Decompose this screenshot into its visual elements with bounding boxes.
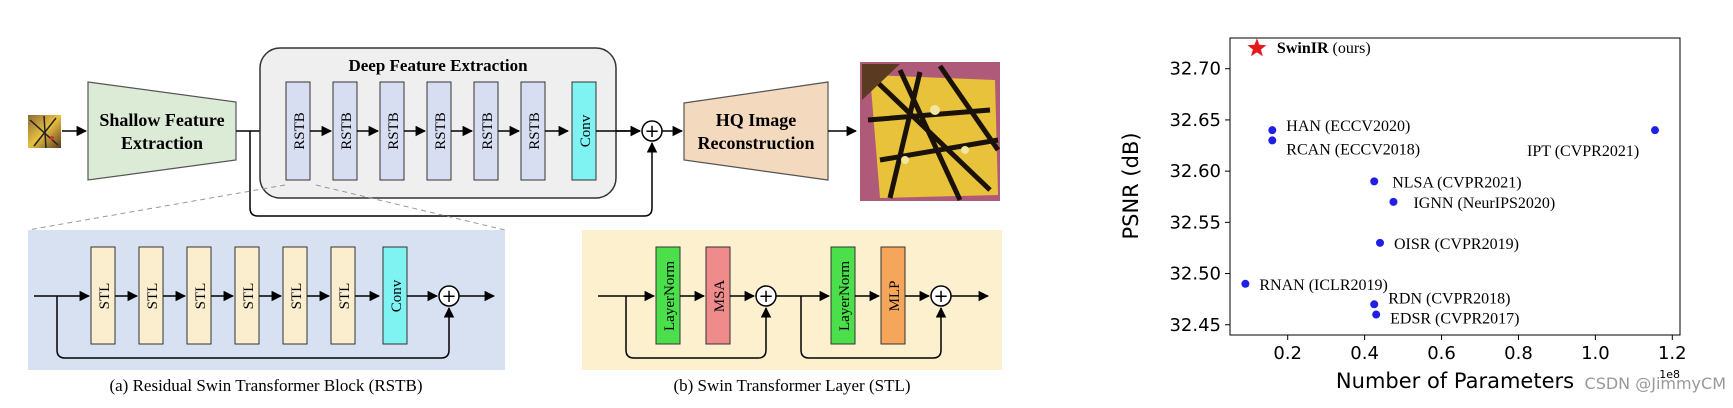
point-label: NLSA (CVPR2021) xyxy=(1392,174,1521,191)
scatter-point xyxy=(1370,177,1379,186)
scatter-point xyxy=(1370,300,1379,309)
deep-feature-title: Deep Feature Extraction xyxy=(348,56,528,75)
rstb-box-label: RSTB xyxy=(339,112,355,150)
shallow-label-line2: Extraction xyxy=(121,133,203,153)
rstb-box xyxy=(332,81,358,181)
layernorm-label-2: LayerNorm xyxy=(837,261,853,331)
stl-caption: (b) Swin Transformer Layer (STL) xyxy=(673,376,910,395)
pipeline: Shallow Feature Extraction Deep Feature … xyxy=(28,47,1001,217)
hq-label-line1: HQ Image xyxy=(716,110,797,130)
rstb-box-label: RSTB xyxy=(386,112,402,150)
output-image xyxy=(860,62,1001,202)
point-label: IGNN (NeurIPS2020) xyxy=(1413,195,1555,212)
watermark: CSDN @JimmyCM xyxy=(1585,374,1726,393)
point-label: EDSR (CVPR2017) xyxy=(1390,311,1519,328)
rstb-box-label: RSTB xyxy=(292,112,308,150)
y-tick-label: 32.45 xyxy=(1169,315,1221,336)
stl-detail: LayerNorm MSA + LayerNorm MLP + (b) Swin… xyxy=(582,230,1002,395)
rstb-box xyxy=(473,81,499,181)
rstb-box xyxy=(520,81,546,181)
scatter-point xyxy=(1389,197,1398,206)
y-tick-label: 32.65 xyxy=(1169,110,1221,131)
stl-box-label: STL xyxy=(97,283,113,310)
input-image xyxy=(28,115,61,149)
stl-box-label: STL xyxy=(193,283,209,310)
swinir-star-marker xyxy=(1247,38,1267,57)
msa-box xyxy=(705,246,731,345)
stl-box-label: STL xyxy=(289,283,305,310)
stl-box xyxy=(90,246,116,345)
point-label: OISR (CVPR2019) xyxy=(1394,236,1519,253)
stl-plus-sign-2: + xyxy=(933,286,948,307)
stl-box-label: STL xyxy=(241,283,257,310)
mlp-box xyxy=(880,246,906,345)
point-label: RCAN (ECCV2018) xyxy=(1286,141,1420,158)
y-tick-label: 32.60 xyxy=(1169,161,1221,182)
hq-reconstruction-block xyxy=(683,81,829,181)
layernorm-box-1 xyxy=(655,246,681,345)
scatter-point xyxy=(1372,310,1381,319)
shallow-feature-extraction-block xyxy=(87,81,237,181)
msa-label: MSA xyxy=(712,280,728,313)
stl-box xyxy=(330,246,356,345)
chart-x-multiplier: 1e8 xyxy=(1659,368,1680,381)
rstb-box xyxy=(379,81,405,181)
point-label: HAN (ECCV2020) xyxy=(1286,118,1410,135)
y-tick-label: 32.50 xyxy=(1169,264,1221,285)
psnr-chart: 0.2 0.4 0.6 0.8 1.0 1.2 32.45 32.50 32.55 32.60 32… xyxy=(1119,37,1687,393)
rstb-box xyxy=(426,81,452,181)
x-tick-label: 0.4 xyxy=(1350,343,1379,364)
scatter-point xyxy=(1268,126,1277,135)
point-label: RNAN (ICLR2019) xyxy=(1259,277,1387,294)
point-label: RDN (CVPR2018) xyxy=(1388,290,1510,307)
y-tick-label: 32.55 xyxy=(1169,212,1221,233)
rstb-detail: STL STL STL STL STL STL Conv + (a) Residual Sw… xyxy=(28,230,505,395)
scatter-point xyxy=(1241,279,1250,288)
stl-plus-sign-1: + xyxy=(758,286,773,307)
x-tick-label: 1.0 xyxy=(1581,343,1610,364)
stl-box xyxy=(282,246,308,345)
chart-ylabel: PSNR (dB) xyxy=(1119,132,1143,239)
rstb-caption: (a) Residual Swin Transformer Block (RST… xyxy=(109,376,422,395)
scatter-point xyxy=(1651,126,1659,135)
layernorm-label-1: LayerNorm xyxy=(662,261,678,331)
chart-plot-area xyxy=(1229,37,1681,336)
rstb-box-label: RSTB xyxy=(433,112,449,150)
scatter-point xyxy=(1268,136,1277,145)
pipeline-plus-sign: + xyxy=(644,121,659,142)
rstb-box xyxy=(285,81,311,181)
point-label: IPT (CVPR2021) xyxy=(1527,143,1639,160)
scatter-point xyxy=(1376,238,1384,247)
stl-box xyxy=(138,246,164,345)
point-label: SwinIR (ours) xyxy=(1277,40,1371,57)
shallow-label-line1: Shallow Feature xyxy=(99,110,224,130)
layernorm-box-2 xyxy=(830,246,856,345)
rstb-plus-sign: + xyxy=(441,286,456,307)
deep-conv-label: Conv xyxy=(578,114,594,147)
hq-label-line2: Reconstruction xyxy=(698,133,815,153)
x-tick-label: 0.8 xyxy=(1504,343,1533,364)
x-tick-label: 1.2 xyxy=(1658,343,1687,364)
x-tick-label: 0.6 xyxy=(1427,343,1456,364)
rstb-box-label: RSTB xyxy=(527,112,543,150)
rstb-box-label: RSTB xyxy=(480,112,496,150)
chart-xlabel: Number of Parameters xyxy=(1336,369,1574,393)
stl-box-label: STL xyxy=(337,283,353,310)
y-tick-label: 32.70 xyxy=(1169,59,1221,80)
mlp-label: MLP xyxy=(887,281,903,312)
stl-box-label: STL xyxy=(145,283,161,310)
deep-conv-box xyxy=(571,81,597,181)
rstb-conv-box xyxy=(382,246,408,345)
rstb-conv-label: Conv xyxy=(389,279,405,312)
x-tick-label: 0.2 xyxy=(1273,343,1302,364)
